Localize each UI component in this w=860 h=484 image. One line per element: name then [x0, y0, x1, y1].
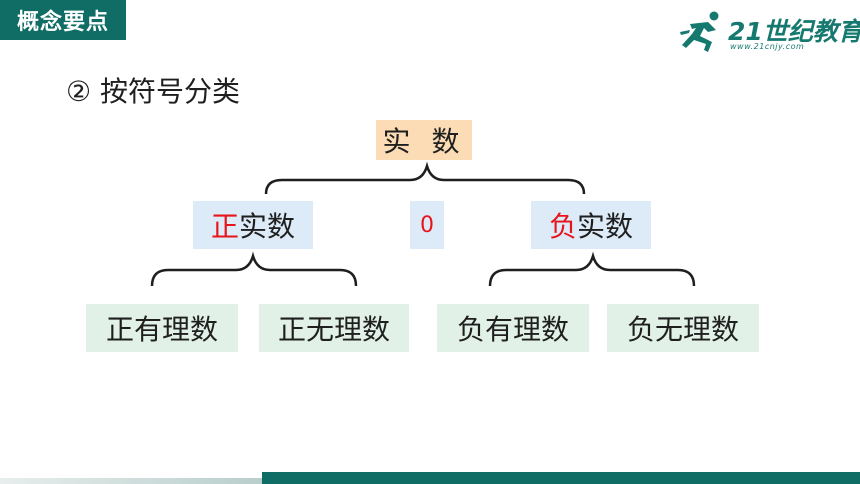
- positive-real-box: 正实数: [193, 201, 313, 249]
- negative-rational-box: 负有理数: [437, 304, 589, 352]
- negative-label: 实数: [577, 210, 634, 243]
- negative-prefix: 负: [548, 210, 577, 243]
- negative-real-box: 负实数: [531, 201, 651, 249]
- logo-text: 21世纪教育: [728, 17, 860, 46]
- logo-url: www.21cnjy.com: [730, 42, 805, 51]
- negative-brace: [488, 251, 696, 287]
- positive-rational-box: 正有理数: [86, 304, 238, 352]
- real-number-root: 实 数: [376, 120, 472, 160]
- negative-irrational-box: 负无理数: [607, 304, 759, 352]
- section-tab: 概念要点: [0, 0, 126, 40]
- positive-label: 实数: [239, 210, 296, 243]
- root-brace: [264, 161, 586, 195]
- positive-brace: [150, 251, 358, 287]
- zero-box: 0: [410, 201, 444, 249]
- runner-logo-icon: [680, 11, 719, 52]
- logo: 21世纪教育 www.21cnjy.com: [676, 10, 860, 58]
- section-heading: ② 按符号分类: [66, 75, 241, 108]
- bottom-bar: [0, 472, 860, 484]
- positive-prefix: 正: [210, 210, 239, 243]
- positive-irrational-box: 正无理数: [259, 304, 409, 352]
